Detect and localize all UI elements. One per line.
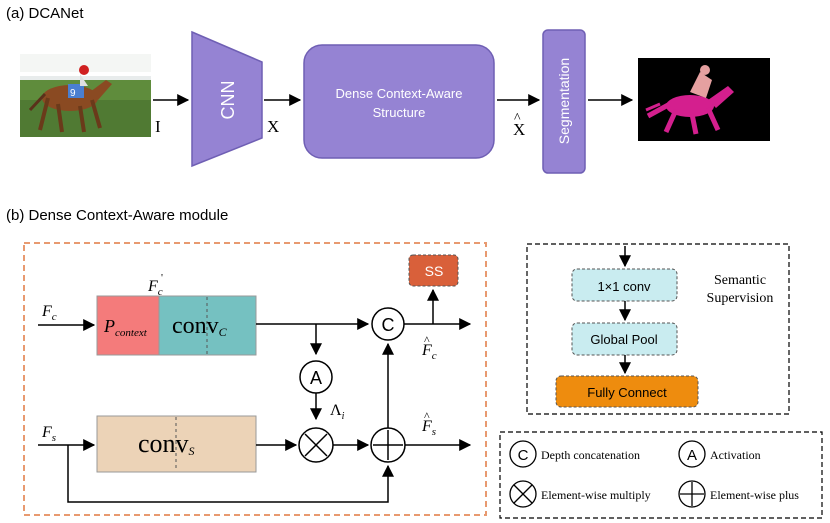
conv-c-label: convC [172, 313, 228, 339]
part-b-title: (b) Dense Context-Aware module [6, 207, 228, 224]
f-c-prime-mark: ' [161, 272, 163, 284]
label-dcas-out: X [513, 120, 525, 139]
input-image: 9 [20, 54, 151, 137]
svg-text:A: A [687, 447, 697, 464]
global-pool-label: Global Pool [590, 332, 657, 347]
f-c-prime: Fc [147, 278, 163, 298]
label-input: I [155, 117, 161, 136]
legend-concat-label: Depth concatenation [541, 448, 640, 462]
label-cnn-out: X [267, 117, 279, 136]
dcas-label-line1: Dense Context-Aware [336, 86, 463, 101]
module-frame [23, 242, 487, 516]
part-a-title: (a) DCANet [6, 5, 84, 22]
p-context-label: Pcontext [103, 316, 148, 339]
legend-frame [499, 431, 823, 519]
dcas-label-line2: Structure [373, 105, 426, 120]
legend-activation-label: Activation [710, 448, 761, 462]
lambda-label: Λi [330, 402, 345, 422]
svg-text:C: C [518, 447, 529, 464]
legend-concat-icon [509, 440, 537, 468]
hat-dcas-out: ^ [514, 111, 521, 126]
svg-text:9: 9 [70, 88, 76, 99]
cnn-label: CNN [218, 81, 238, 120]
concat-node-symbol: C [382, 315, 395, 335]
fully-connect-block [555, 375, 699, 408]
svg-text:^: ^ [424, 333, 430, 347]
legend-plus-label: Element-wise plus [710, 488, 799, 502]
svg-text:^: ^ [424, 409, 430, 423]
segmentation-block [542, 29, 586, 174]
dcas-block [303, 44, 495, 159]
legend-multiply-label: Element-wise multiply [541, 488, 651, 502]
fully-connect-label: Fully Connect [587, 385, 667, 400]
semantic-supervision-frame [526, 243, 790, 415]
semantic-supervision-title-1: Semantic [714, 273, 766, 288]
global-pool-block [571, 322, 678, 356]
activation-node-symbol: A [310, 368, 322, 388]
ss-block [408, 254, 459, 287]
cnn-block [191, 30, 263, 168]
f-c-label: Fc [41, 303, 57, 323]
f-s-hat: Fs [421, 418, 436, 438]
f-s-label: Fs [41, 424, 56, 444]
ss-label: SS [425, 263, 444, 279]
f-c-hat: Fc [421, 342, 437, 362]
skip-connection [67, 445, 394, 503]
output-segmentation-image [638, 58, 770, 141]
segmentation-label: Segmentation [556, 58, 572, 144]
conv-1x1-label: 1×1 conv [597, 279, 651, 294]
conv-s-label: convS [138, 429, 195, 458]
semantic-supervision-title-2: Supervision [707, 291, 774, 306]
conv-1x1-block [571, 268, 678, 302]
legend-activation-icon [678, 440, 706, 468]
